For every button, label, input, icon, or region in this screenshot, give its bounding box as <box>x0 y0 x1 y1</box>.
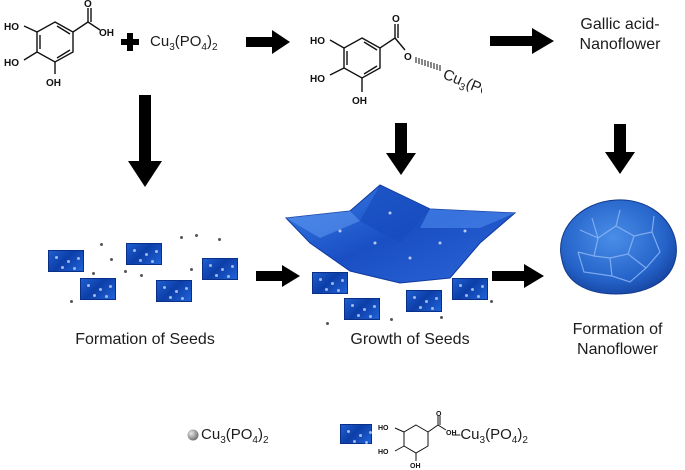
seed-block-icon <box>340 424 372 444</box>
svg-text:HO: HO <box>378 425 389 432</box>
arrow-right-icon <box>490 28 554 54</box>
bowl-structure-icon <box>284 184 517 284</box>
legend-item-complex: –Cu3(PO4)2 <box>452 426 528 446</box>
gallic-acid-structure: O HO HO OH OH <box>4 0 114 89</box>
seeds-cluster <box>40 228 240 308</box>
svg-text:O: O <box>392 14 400 25</box>
svg-text:OH: OH <box>46 78 61 89</box>
legend-gallic-structure: O HO HO OH OH <box>378 411 457 469</box>
stage-label-nanoflower: Formation of Nanoflower <box>572 321 663 358</box>
seed-block-icon <box>126 243 162 265</box>
svg-text:OH: OH <box>99 28 114 39</box>
seed-block-icon <box>80 278 116 300</box>
svg-text:OH: OH <box>352 96 367 107</box>
svg-text:HO: HO <box>4 22 19 33</box>
seed-block-icon <box>48 250 84 272</box>
growth-seeds-cluster <box>300 270 500 330</box>
plus-icon <box>121 33 139 51</box>
seed-block-icon <box>156 280 192 302</box>
svg-text:O: O <box>404 52 412 63</box>
copper-phosphate-formula: Cu3(PO4)2 <box>150 33 218 53</box>
arrow-down-icon <box>128 95 162 187</box>
stage-label-seeds: Formation of Seeds <box>75 331 215 348</box>
sphere-icon <box>187 429 199 441</box>
arrow-down-icon <box>386 123 416 175</box>
stage-label-growth: Growth of Seeds <box>350 331 470 348</box>
gallic-copper-complex-structure: O O HO HO OH Cu3(PO4)2 <box>310 14 482 110</box>
seed-block-icon <box>344 298 380 320</box>
seed-block-icon <box>452 278 488 300</box>
seed-block-icon <box>406 290 442 312</box>
svg-text:OH: OH <box>410 463 421 469</box>
svg-text:HO: HO <box>4 58 19 69</box>
legend-item-copper-phosphate: Cu3(PO4)2 <box>201 426 269 446</box>
arrow-right-icon <box>256 265 300 287</box>
arrow-down-icon <box>605 124 635 174</box>
svg-text:HO: HO <box>310 74 325 85</box>
svg-text:HO: HO <box>378 449 389 456</box>
arrow-right-icon <box>246 30 290 54</box>
svg-text:O: O <box>436 411 442 418</box>
arrow-right-icon <box>492 264 544 288</box>
svg-text:Cu3(PO4)2: Cu3(PO4)2 <box>439 66 482 110</box>
nanoflower-icon <box>560 199 677 295</box>
seed-block-icon <box>202 258 238 280</box>
svg-text:HO: HO <box>310 36 325 47</box>
svg-text:OH: OH <box>446 430 457 437</box>
svg-text:O: O <box>84 0 92 10</box>
seed-block-icon <box>312 272 348 294</box>
product-label: Gallic acid- Nanoflower <box>579 16 661 53</box>
